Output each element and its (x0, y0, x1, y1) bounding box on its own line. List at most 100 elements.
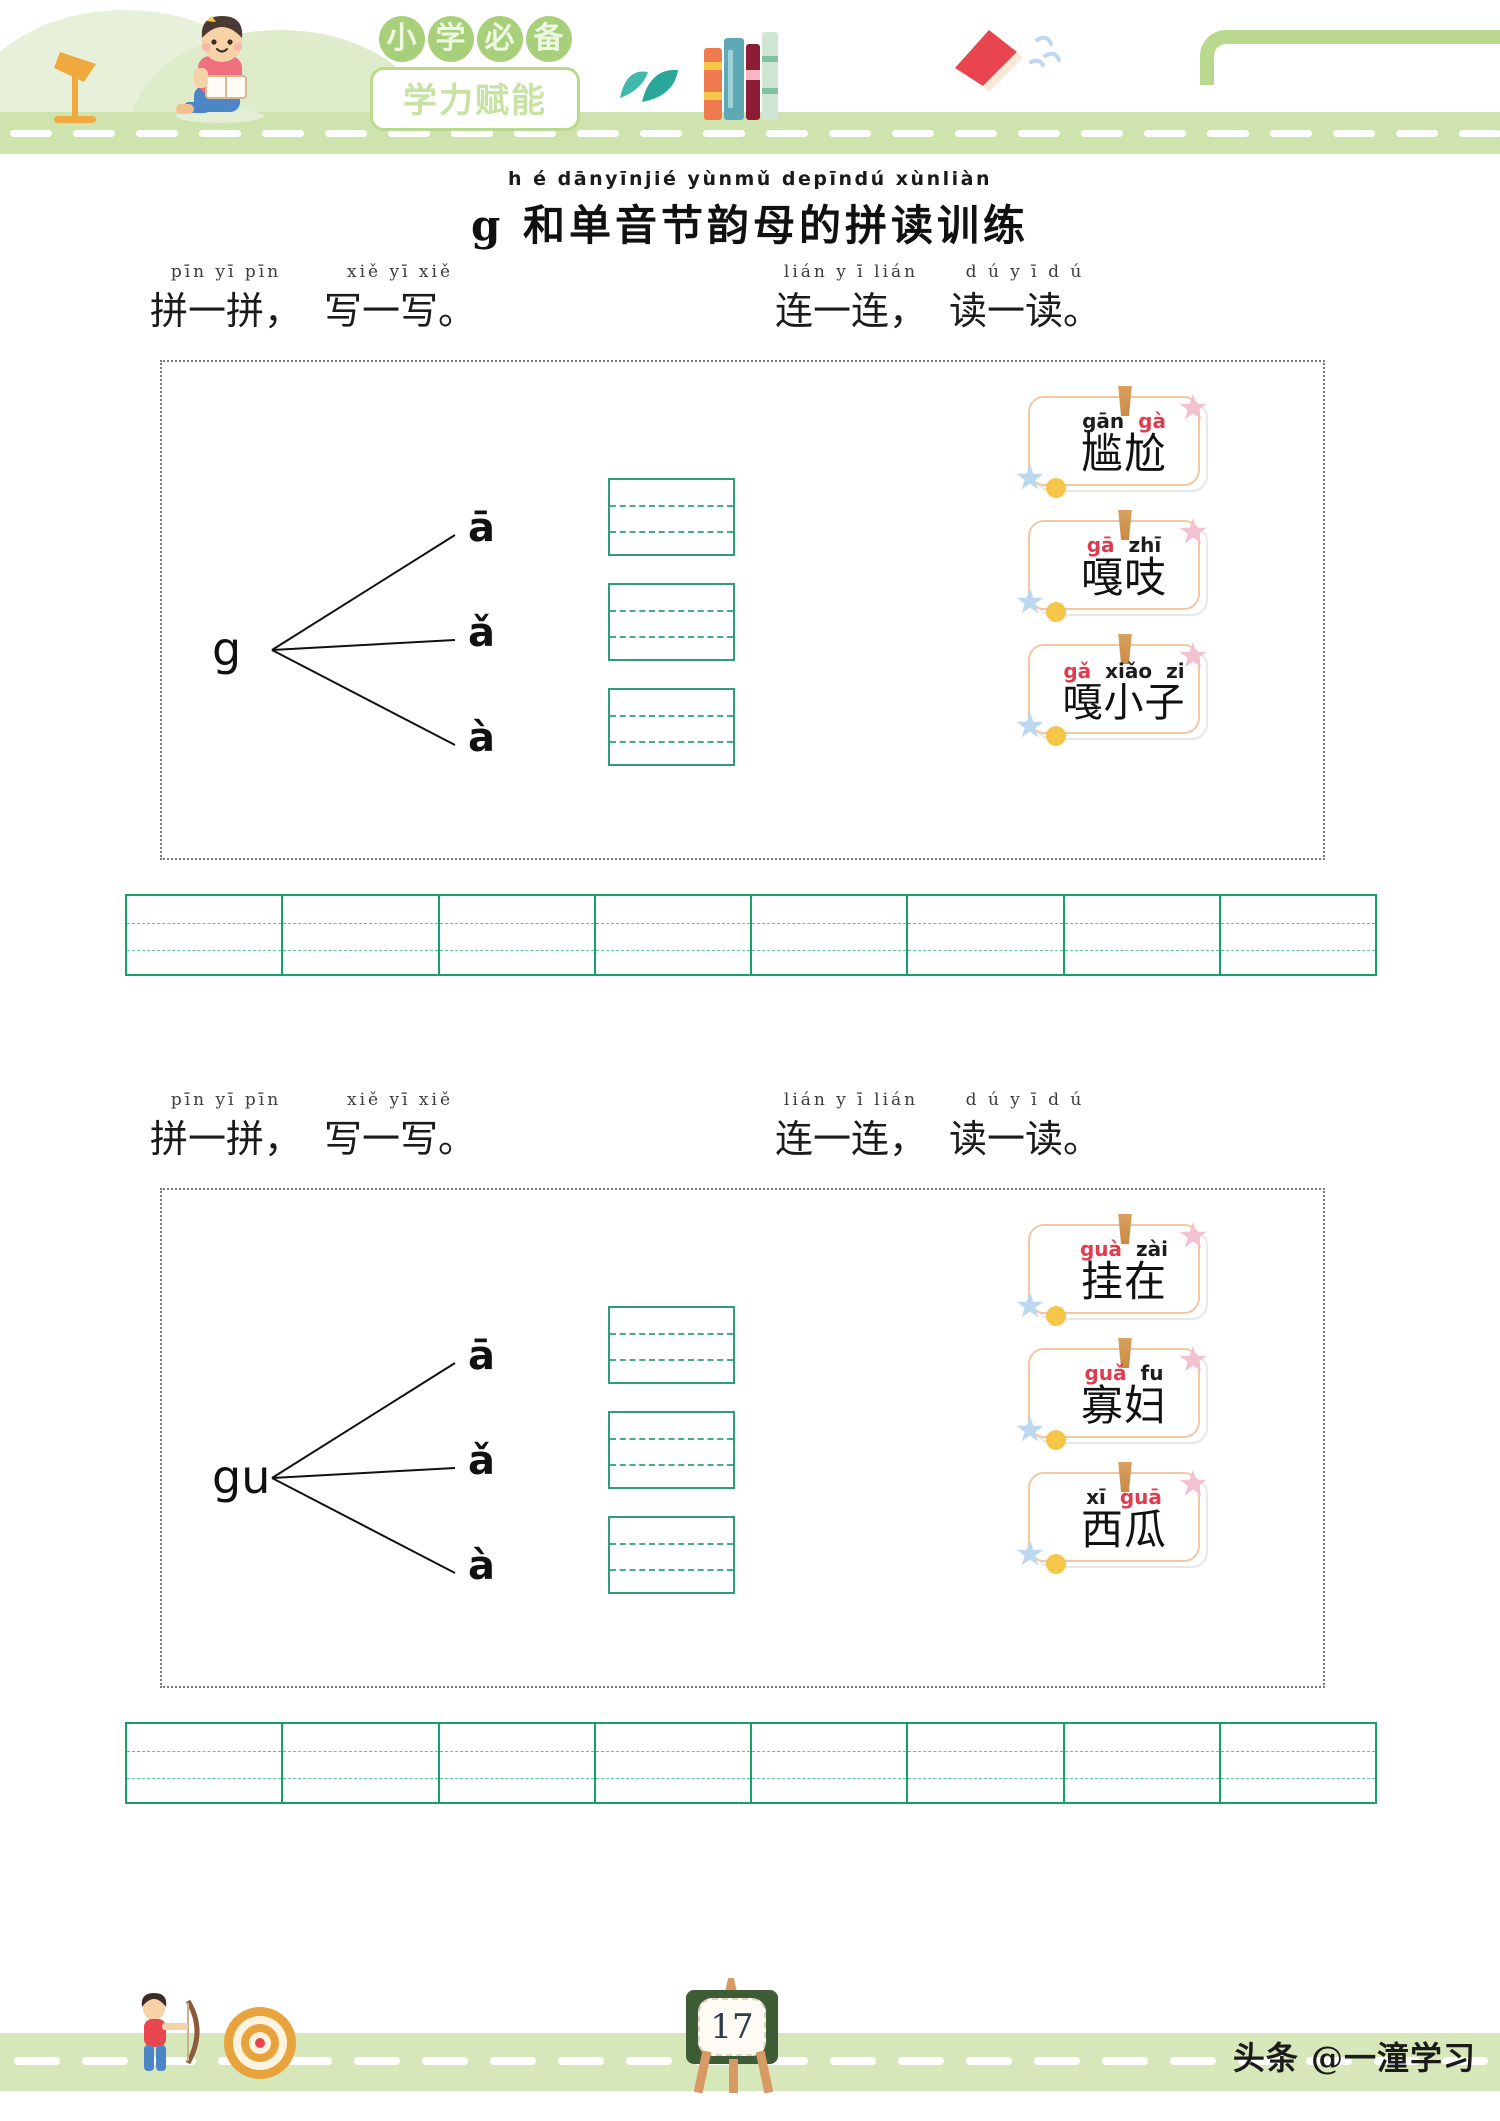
page-footer-decoration: 17 头条 @一潼学习 (0, 1971, 1500, 2121)
card-frame (1028, 1348, 1200, 1438)
instruction-right-1-pinyin-1: d ú y ī d ú (965, 262, 1085, 282)
card-word: 嘎小子 (1062, 679, 1186, 726)
practice-cell[interactable] (908, 1724, 1065, 1802)
practice-cell[interactable] (283, 1724, 440, 1802)
yellow-dot-icon (1046, 1306, 1066, 1326)
branch-final-vowel: à (468, 715, 495, 761)
practice-cell-guideline (752, 950, 907, 951)
practice-cell-guideline (127, 923, 282, 924)
practice-cell[interactable] (1220, 896, 1375, 974)
practice-cell[interactable] (595, 896, 752, 974)
books-illustration (704, 32, 778, 120)
practice-cell[interactable] (1220, 1724, 1375, 1802)
practice-cell[interactable] (752, 1724, 909, 1802)
pinyin-write-box[interactable] (608, 478, 735, 556)
card-pinyin-syllable: gān (1082, 409, 1125, 434)
practice-cell[interactable] (439, 896, 596, 974)
pencil-tip-icon (1118, 1338, 1132, 1368)
practice-cell[interactable] (595, 1724, 752, 1802)
brand-bubble-3: 备 (525, 16, 572, 62)
yellow-dot-icon (1046, 478, 1066, 498)
pinyin-write-box[interactable] (608, 1306, 735, 1384)
card-pinyin-syllable: zi (1166, 658, 1185, 683)
write-box-guideline (610, 531, 733, 533)
branch-final-vowel: ǎ (468, 1438, 495, 1484)
pencil-tip-icon (1118, 634, 1132, 664)
write-box-guideline (610, 1464, 733, 1466)
branch-lines (271, 1362, 456, 1574)
practice-cell[interactable] (752, 896, 909, 974)
road-dashes (0, 130, 1500, 137)
practice-cell-guideline (283, 923, 438, 924)
practice-cell-guideline (1064, 950, 1219, 951)
card-pinyin-syllable: gà (1138, 409, 1166, 434)
practice-cell[interactable] (283, 896, 440, 974)
branch-lines (271, 534, 456, 746)
card-word: 西瓜 (1080, 1505, 1167, 1555)
practice-cell[interactable] (127, 896, 284, 974)
pinyin-write-box[interactable] (608, 688, 735, 766)
pinyin-write-box[interactable] (608, 1411, 735, 1489)
practice-cell-guideline (1064, 1778, 1219, 1779)
card-pinyin-syllable: guà (1079, 1237, 1123, 1262)
card-word: 嘎吱 (1080, 553, 1167, 603)
handwriting-practice-strip[interactable] (125, 1722, 1377, 1804)
practice-cell[interactable] (1064, 1724, 1221, 1802)
practice-cell-guideline (283, 1751, 438, 1752)
pinyin-write-box[interactable] (608, 583, 735, 661)
practice-cell-guideline (1220, 950, 1375, 951)
card-frame (1028, 396, 1200, 486)
card-pinyin-syllable: guā (1119, 1485, 1162, 1510)
write-box-guideline (610, 505, 733, 507)
yellow-dot-icon (1046, 726, 1066, 746)
practice-cell[interactable] (127, 1724, 284, 1802)
practice-cell-guideline (595, 923, 750, 924)
instruction-left-1-pinyin-1: xiě yī xiě (347, 262, 454, 282)
practice-cell-guideline (1220, 923, 1375, 924)
brand-bubbles: 小学必备 (370, 16, 580, 62)
write-box-guideline (610, 1438, 733, 1440)
card-pinyin-syllable: xī (1086, 1485, 1106, 1510)
practice-cell-guideline (127, 950, 282, 951)
pencil-tip-icon (1118, 1462, 1132, 1492)
branch-final-vowel: ǎ (468, 610, 495, 656)
instruction-right-2-text-0: 连一连， (775, 1117, 928, 1161)
leaf-decoration-icon (620, 69, 678, 102)
write-box-guideline (610, 610, 733, 612)
pinyin-write-box[interactable] (608, 1516, 735, 1594)
instruction-left-2-text-0: 拼一拼， (150, 1117, 303, 1161)
practice-cell[interactable] (1064, 896, 1221, 974)
instruction-right-2-pinyin-1: d ú y ī d ú (965, 1090, 1085, 1110)
card-pinyin-syllable: guǎ (1084, 1361, 1127, 1386)
card-pinyin-syllable: zài (1136, 1237, 1169, 1262)
card-pinyin-syllable: xiǎo (1105, 658, 1153, 683)
instruction-left-1-text-0: 拼一拼， (150, 289, 303, 333)
handwriting-practice-strip[interactable] (125, 894, 1377, 976)
practice-cell-guideline (1064, 923, 1219, 924)
instruction-left-1-text-1: 写一写。 (324, 289, 477, 333)
practice-cell-guideline (595, 1778, 750, 1779)
practice-cell-guideline (127, 1778, 282, 1779)
practice-cell[interactable] (439, 1724, 596, 1802)
practice-cell-guideline (439, 1751, 594, 1752)
practice-cell[interactable] (908, 896, 1065, 974)
branch-final-vowel: ā (468, 505, 495, 551)
